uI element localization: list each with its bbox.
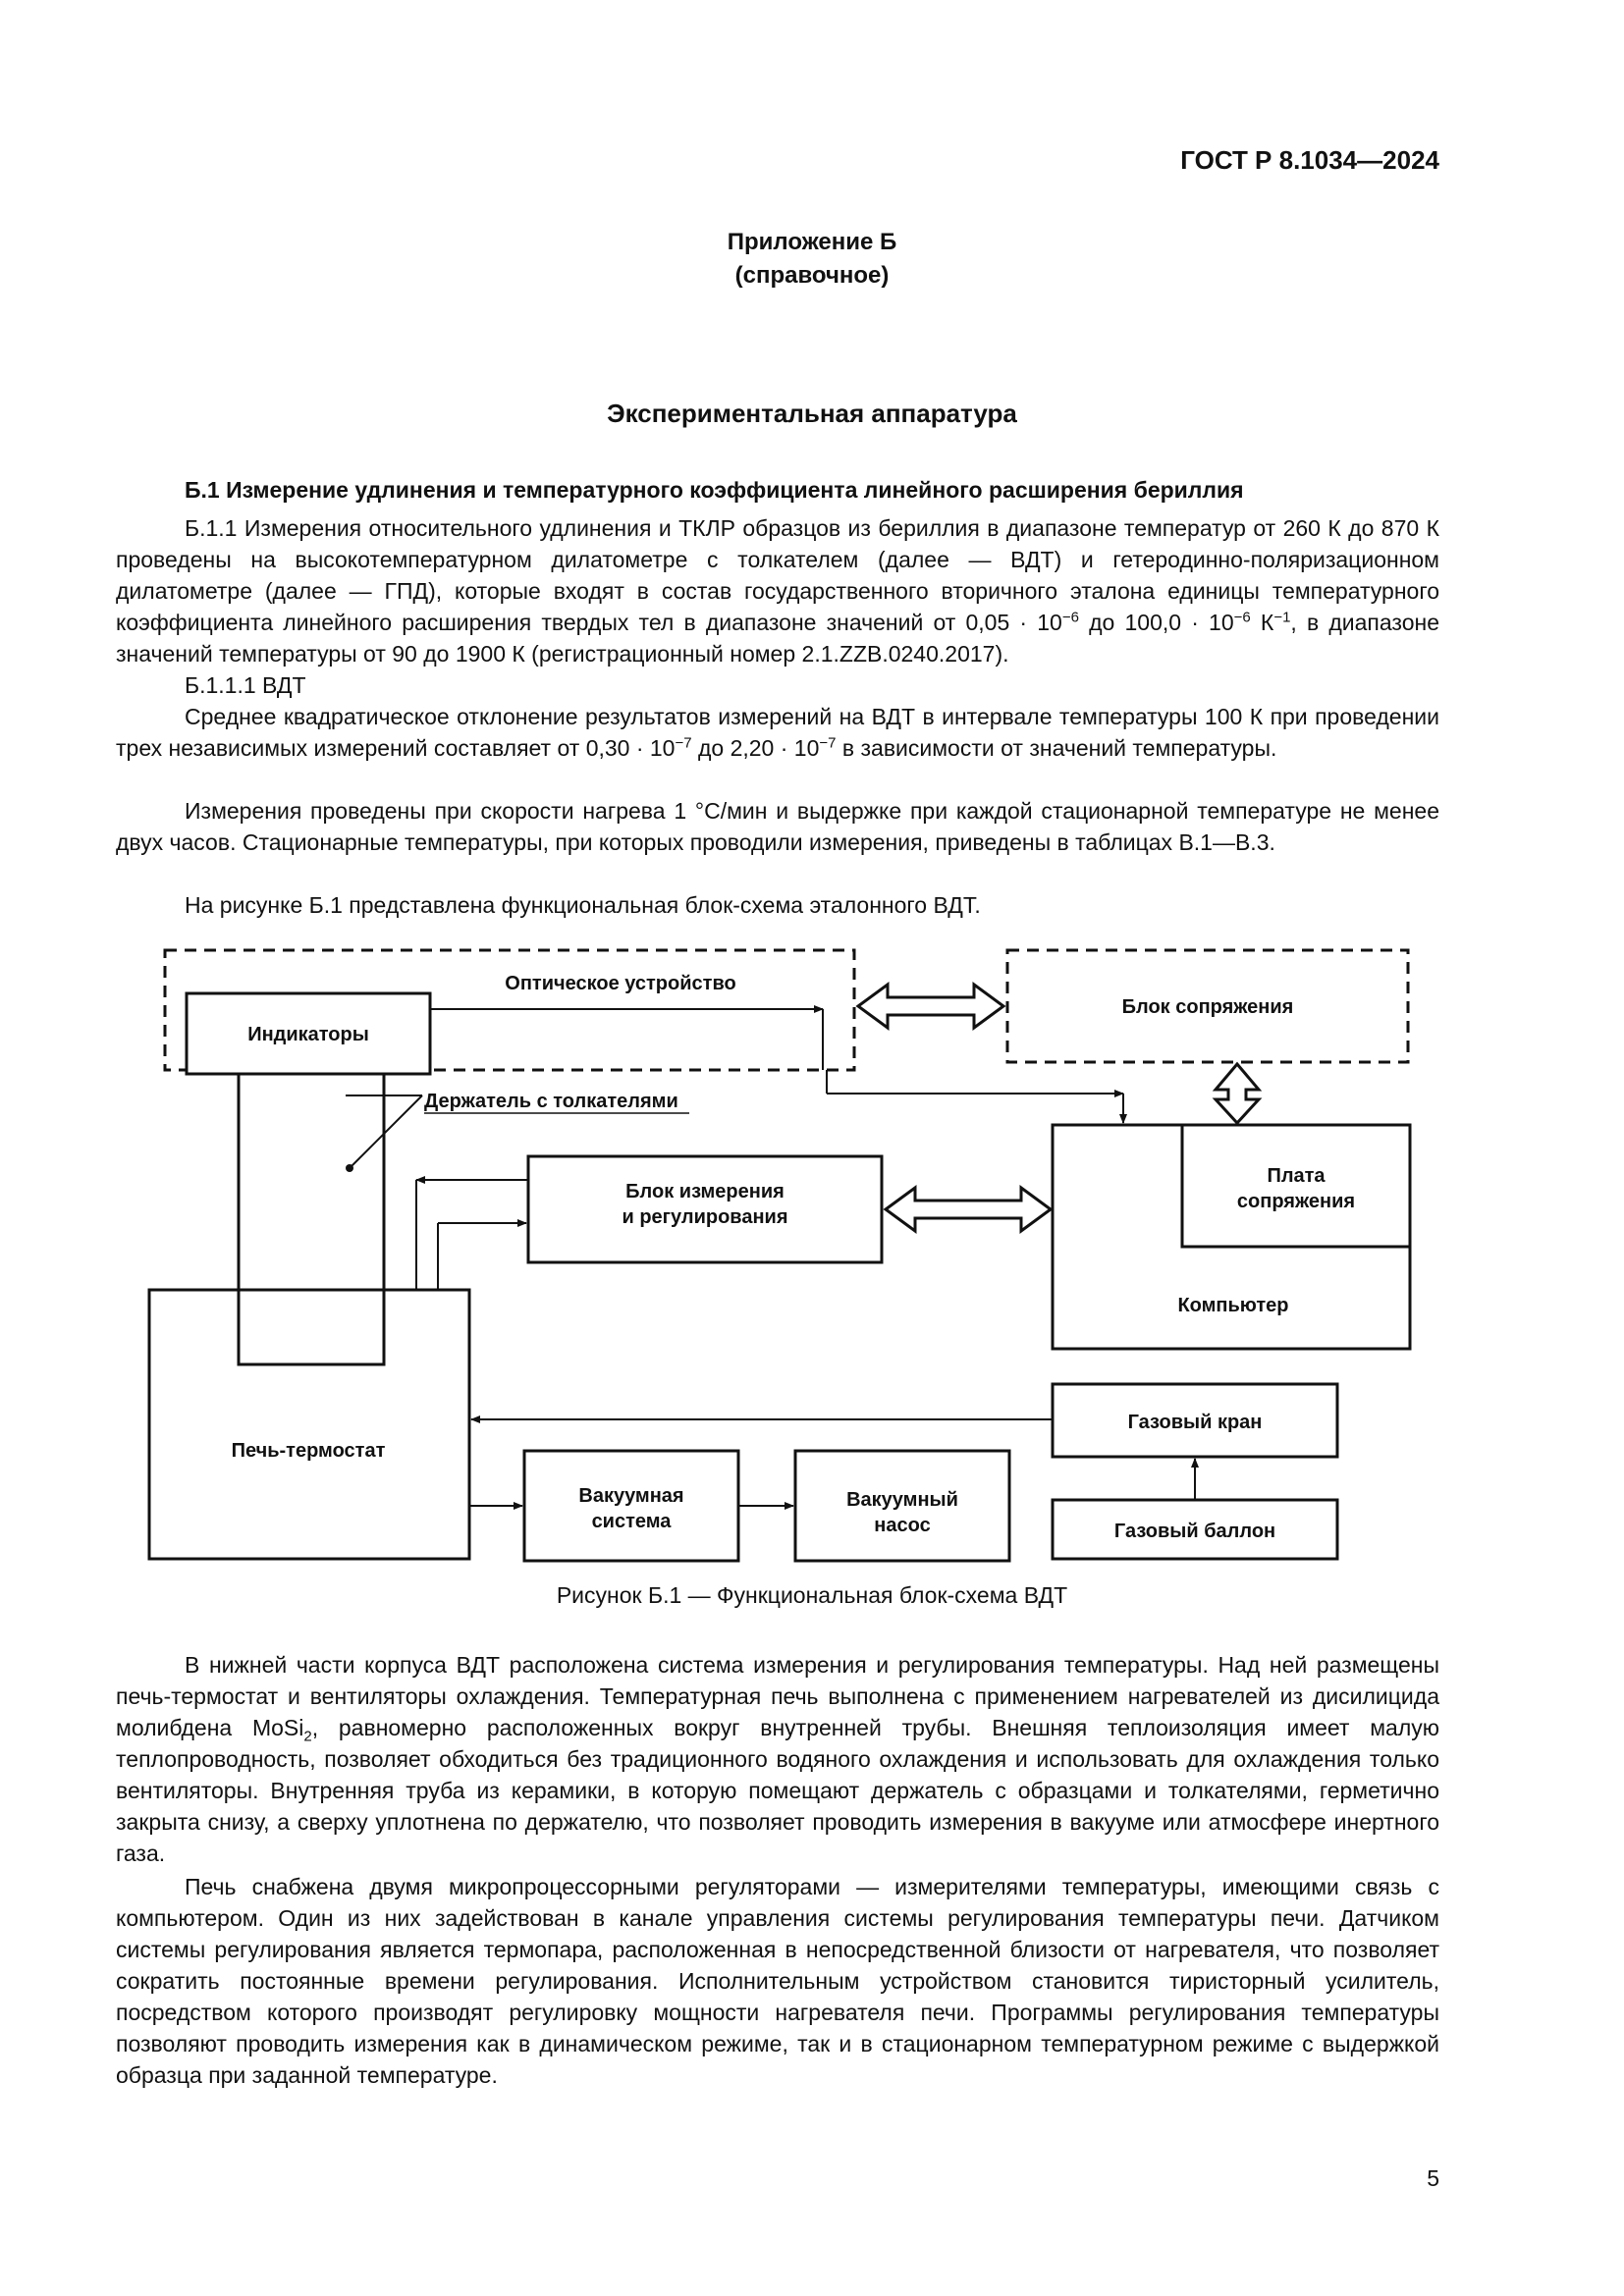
- subsection-title: Б.1 Измерение удлинения и температурного…: [185, 477, 1244, 503]
- interface-unit-box: [1005, 948, 1410, 1064]
- label-measure-unit-1: Блок измерения: [625, 1181, 785, 1202]
- section-title: Экспериментальная аппаратура: [607, 399, 1017, 428]
- label-vacuum-system-1: Вакуумная: [578, 1485, 683, 1507]
- interface-board-box: [1180, 1123, 1412, 1249]
- paragraph-b-1-1: Б.1.1 Измерения относительного удлинения…: [116, 515, 1439, 667]
- label-interface-unit: Блок сопряжения: [1122, 996, 1294, 1018]
- label-furnace: Печь-термостат: [232, 1440, 386, 1462]
- furnace-box: [147, 1288, 471, 1561]
- paragraph-accuracy: Среднее квадратическое отклонение резуль…: [116, 704, 1439, 761]
- bus-arrow-optical-interface: [855, 982, 1006, 1031]
- paragraph-heating: Измерения проведены при скорости нагрева…: [116, 798, 1439, 855]
- measurement-unit-box: [526, 1154, 884, 1264]
- label-optical-device: Оптическое устройство: [505, 973, 735, 994]
- appendix-heading: Приложение Б (справочное): [0, 226, 1624, 293]
- label-holder: Держатель с толкателями: [424, 1091, 678, 1112]
- label-board-1: Плата: [1267, 1165, 1326, 1187]
- label-board-2: сопряжения: [1237, 1191, 1355, 1212]
- label-computer: Компьютер: [1177, 1295, 1288, 1316]
- label-measure-unit-2: и регулирования: [622, 1206, 787, 1228]
- holder-dot: [346, 1164, 353, 1172]
- label-indicators: Индикаторы: [247, 1024, 369, 1045]
- paragraph-regulators: Печь снабжена двумя микропроцессорными р…: [116, 1874, 1439, 2088]
- label-vacuum-pump-2: насос: [874, 1515, 930, 1536]
- paragraph-figure-ref: На рисунке Б.1 представлена функциональн…: [185, 892, 981, 918]
- block-diagram: Оптическое устройство Индикаторы Блок со…: [147, 948, 1412, 1563]
- label-vacuum-pump-1: Вакуумный: [846, 1489, 958, 1511]
- document-id: ГОСТ Р 8.1034—2024: [1180, 145, 1439, 175]
- page-number: 5: [1427, 2165, 1439, 2191]
- appendix-title: Приложение Б: [727, 229, 897, 255]
- label-gas-valve: Газовый кран: [1128, 1412, 1263, 1433]
- indicators-box: [185, 991, 432, 1076]
- appendix-subtitle: (справочное): [734, 262, 890, 289]
- label-gas-cylinder: Газовый баллон: [1114, 1521, 1275, 1542]
- figure-caption: Рисунок Б.1 — Функциональная блок-схема …: [556, 1582, 1068, 1608]
- holder-leader-diag: [349, 1095, 423, 1169]
- bus-arrow-measure-computer: [883, 1185, 1054, 1234]
- label-vacuum-system-2: система: [592, 1511, 673, 1532]
- holder-column: [237, 1072, 386, 1366]
- subsubsection-title: Б.1.1.1 ВДТ: [185, 672, 306, 698]
- paragraph-furnace-description: В нижней части корпуса ВДТ расположена с…: [116, 1652, 1439, 1866]
- vacuum-pump-box: [793, 1449, 1011, 1563]
- optical-device-box: [163, 948, 856, 1072]
- bus-arrow-interface-board: [1212, 1061, 1263, 1126]
